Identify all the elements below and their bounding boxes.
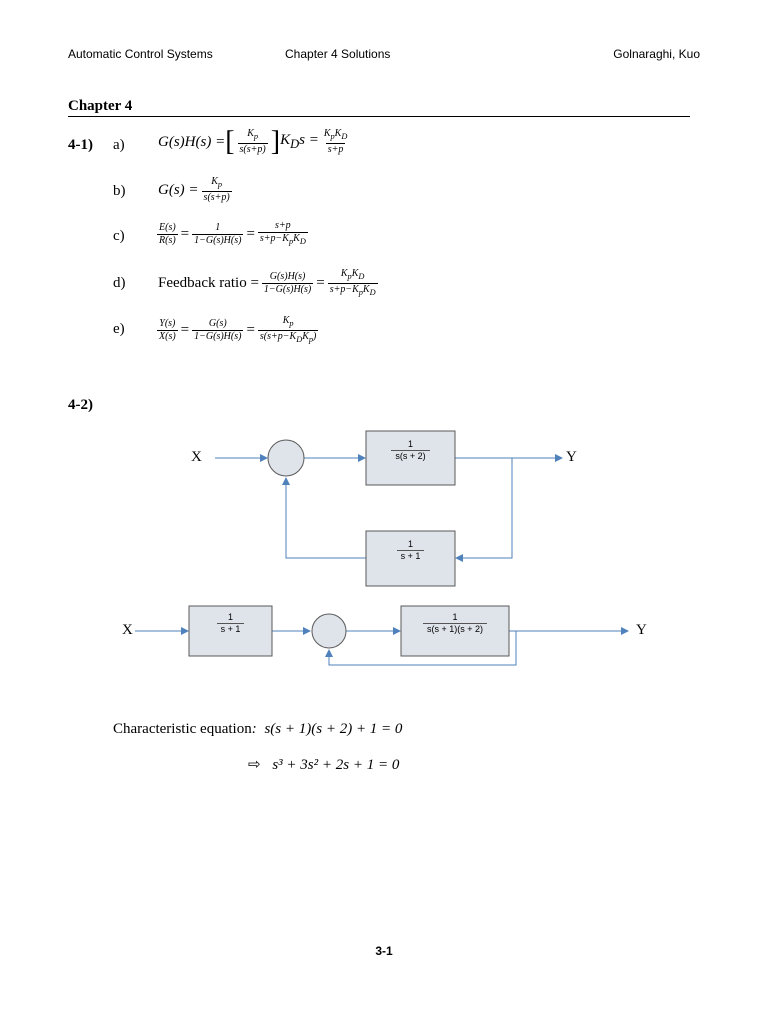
d1-feedback-den: s + 1: [396, 550, 425, 562]
d2-forward-den: s(s + 1)(s + 2): [422, 623, 487, 635]
char-eq-label: Characteristic equation: [113, 721, 252, 737]
problem-number-4-2: 4-2): [68, 397, 93, 413]
part-d-equation: Feedback ratio = G(s)H(s)1−G(s)H(s) = Kp…: [158, 268, 378, 297]
d1-feedback-block: [365, 530, 456, 587]
d2-forward-tf: 1 s(s + 1)(s + 2): [401, 612, 509, 635]
chapter-title: Chapter 4: [68, 98, 690, 117]
characteristic-equation: Characteristic equation: s(s + 1)(s + 2)…: [113, 721, 403, 737]
char-eq-expression: s(s + 1)(s + 2) + 1 = 0: [264, 721, 403, 737]
implies-arrow-icon: ⇨: [248, 757, 261, 773]
d2-feedback-line: [325, 631, 517, 666]
d2-forward-num: 1: [452, 612, 458, 622]
d1-output-label: Y: [566, 449, 577, 465]
page-number: 3-1: [375, 944, 393, 958]
char-eq-expanded: s³ + 3s² + 2s + 1 = 0: [272, 757, 400, 773]
d2-forward-block: [400, 605, 510, 657]
d2-summing-junction: [311, 613, 347, 649]
header-course: Automatic Control Systems: [68, 47, 213, 61]
part-c-label: c): [113, 228, 125, 244]
d1-forward-num: 1: [407, 439, 413, 449]
d1-forward-block: [365, 430, 456, 486]
d1-forward-den: s(s + 2): [391, 450, 430, 462]
characteristic-equation-expanded: ⇨ s³ + 3s² + 2s + 1 = 0: [248, 755, 399, 774]
feedback-ratio-text: Feedback ratio =: [158, 275, 259, 291]
d1-input-label: X: [191, 449, 202, 465]
d2-output-label: Y: [636, 622, 647, 638]
d1-forward-tf: 1 s(s + 2): [366, 439, 455, 462]
d1-feedback-num: 1: [407, 539, 413, 549]
d1-feedback-tf: 1 s + 1: [366, 539, 455, 562]
part-e-label: e): [113, 321, 125, 337]
part-b-label: b): [113, 183, 126, 199]
part-d-label: d): [113, 275, 126, 291]
header-chapter: Chapter 4 Solutions: [285, 47, 391, 61]
d2-input-label: X: [122, 622, 133, 638]
d1-feedback-in: [455, 458, 513, 562]
d1-summing-junction: [267, 439, 305, 477]
d1-feedback-out: [282, 477, 366, 559]
header-authors: Golnaraghi, Kuo: [613, 47, 700, 61]
part-a-label: a): [113, 137, 125, 153]
d2-pre-block: [188, 605, 273, 657]
d2-pre-tf: 1 s + 1: [189, 612, 272, 635]
d2-pre-den: s + 1: [216, 623, 245, 635]
d2-pre-num: 1: [227, 612, 233, 622]
problem-number-4-1: 4-1): [68, 137, 93, 153]
